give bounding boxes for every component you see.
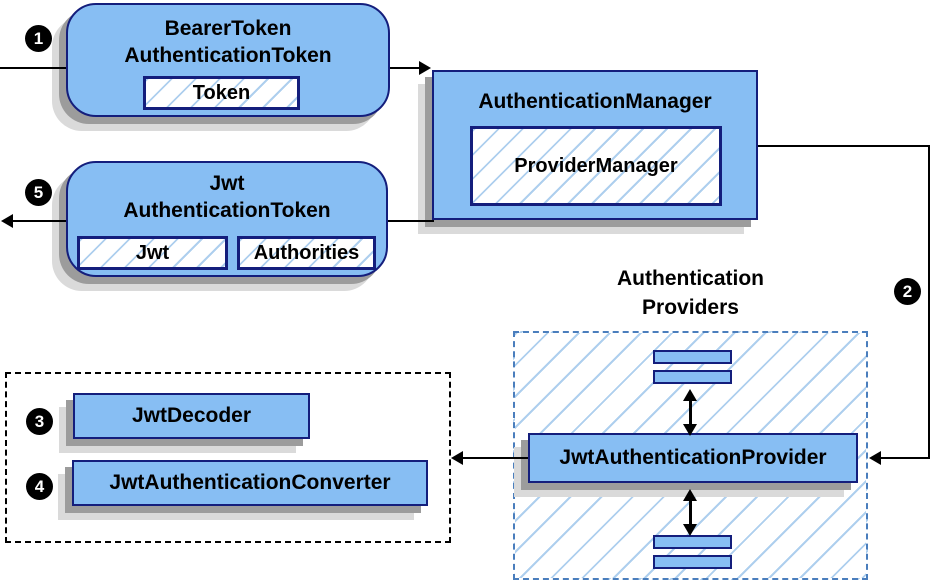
jwt-token-node-title: Jwt AuthenticationToken [68, 163, 386, 224]
arrow-head-up-icon [683, 489, 697, 501]
manager-to-jwt-token-line [388, 220, 434, 222]
jwt-authentication-converter-node: JwtAuthenticationConverter [72, 460, 428, 506]
arrow-shaft [689, 399, 692, 426]
arrow-head-left-icon [1, 214, 13, 228]
authentication-providers-heading: Authentication Providers [513, 264, 868, 322]
authentication-manager-title: AuthenticationManager [478, 90, 712, 113]
arrow-head-right-icon [419, 61, 431, 75]
bearer-token-title-line2: AuthenticationToken [124, 44, 332, 67]
jwt-authentication-token-node: Jwt AuthenticationToken Jwt Authorities [66, 161, 388, 277]
arrow-head-left-icon [451, 451, 463, 465]
provider-placeholder-bar [653, 555, 732, 569]
jwt-decoder-node: JwtDecoder [73, 393, 310, 439]
incoming-request-line [0, 67, 66, 69]
arrow-shaft [689, 499, 692, 526]
step-2-badge: 2 [894, 278, 921, 305]
jwt-sub-box: Jwt [77, 236, 228, 270]
bearer-token-node-title: BearerToken AuthenticationToken [68, 5, 388, 69]
jwt-token-outgoing-line [13, 220, 66, 222]
arrow-head-down-icon [683, 524, 697, 536]
step-5-badge: 5 [25, 179, 52, 206]
arrow-head-left-icon [869, 451, 881, 465]
provider-to-decoder-line [463, 457, 528, 459]
provider-placeholder-bar [653, 370, 732, 384]
bearer-token-authentication-token-node: BearerToken AuthenticationToken Token [66, 3, 390, 117]
double-arrow-icon [682, 489, 699, 536]
jwt-token-title-line2: AuthenticationToken [123, 199, 331, 222]
provider-placeholder-bar [653, 535, 732, 549]
arrow-head-up-icon [683, 389, 697, 401]
providers-heading-line1: Authentication [617, 267, 764, 290]
manager-to-provider-line-right [928, 145, 930, 459]
bearer-token-title-line1: BearerToken [164, 17, 292, 40]
authentication-manager-node: AuthenticationManager ProviderManager [432, 70, 758, 220]
step-1-badge: 1 [25, 25, 52, 52]
bearer-to-manager-line [390, 67, 419, 69]
providers-heading-line2: Providers [642, 296, 739, 319]
authorities-sub-box: Authorities [237, 236, 376, 270]
jwt-authentication-provider-node: JwtAuthenticationProvider [528, 433, 858, 483]
provider-manager-sub-box: ProviderManager [470, 126, 722, 206]
manager-to-provider-line-top [758, 145, 930, 147]
authentication-providers-group: JwtAuthenticationProvider [513, 331, 868, 580]
provider-placeholder-bar [653, 350, 732, 364]
double-arrow-icon [682, 389, 699, 436]
manager-to-provider-line-bottom [881, 457, 930, 459]
jwt-decoder-converter-group: JwtDecoder JwtAuthenticationConverter [5, 372, 451, 543]
token-sub-box: Token [143, 76, 300, 110]
arrow-head-down-icon [683, 424, 697, 436]
step-4-badge: 4 [26, 473, 53, 500]
jwt-token-title-line1: Jwt [209, 172, 245, 195]
step-3-badge: 3 [26, 408, 53, 435]
